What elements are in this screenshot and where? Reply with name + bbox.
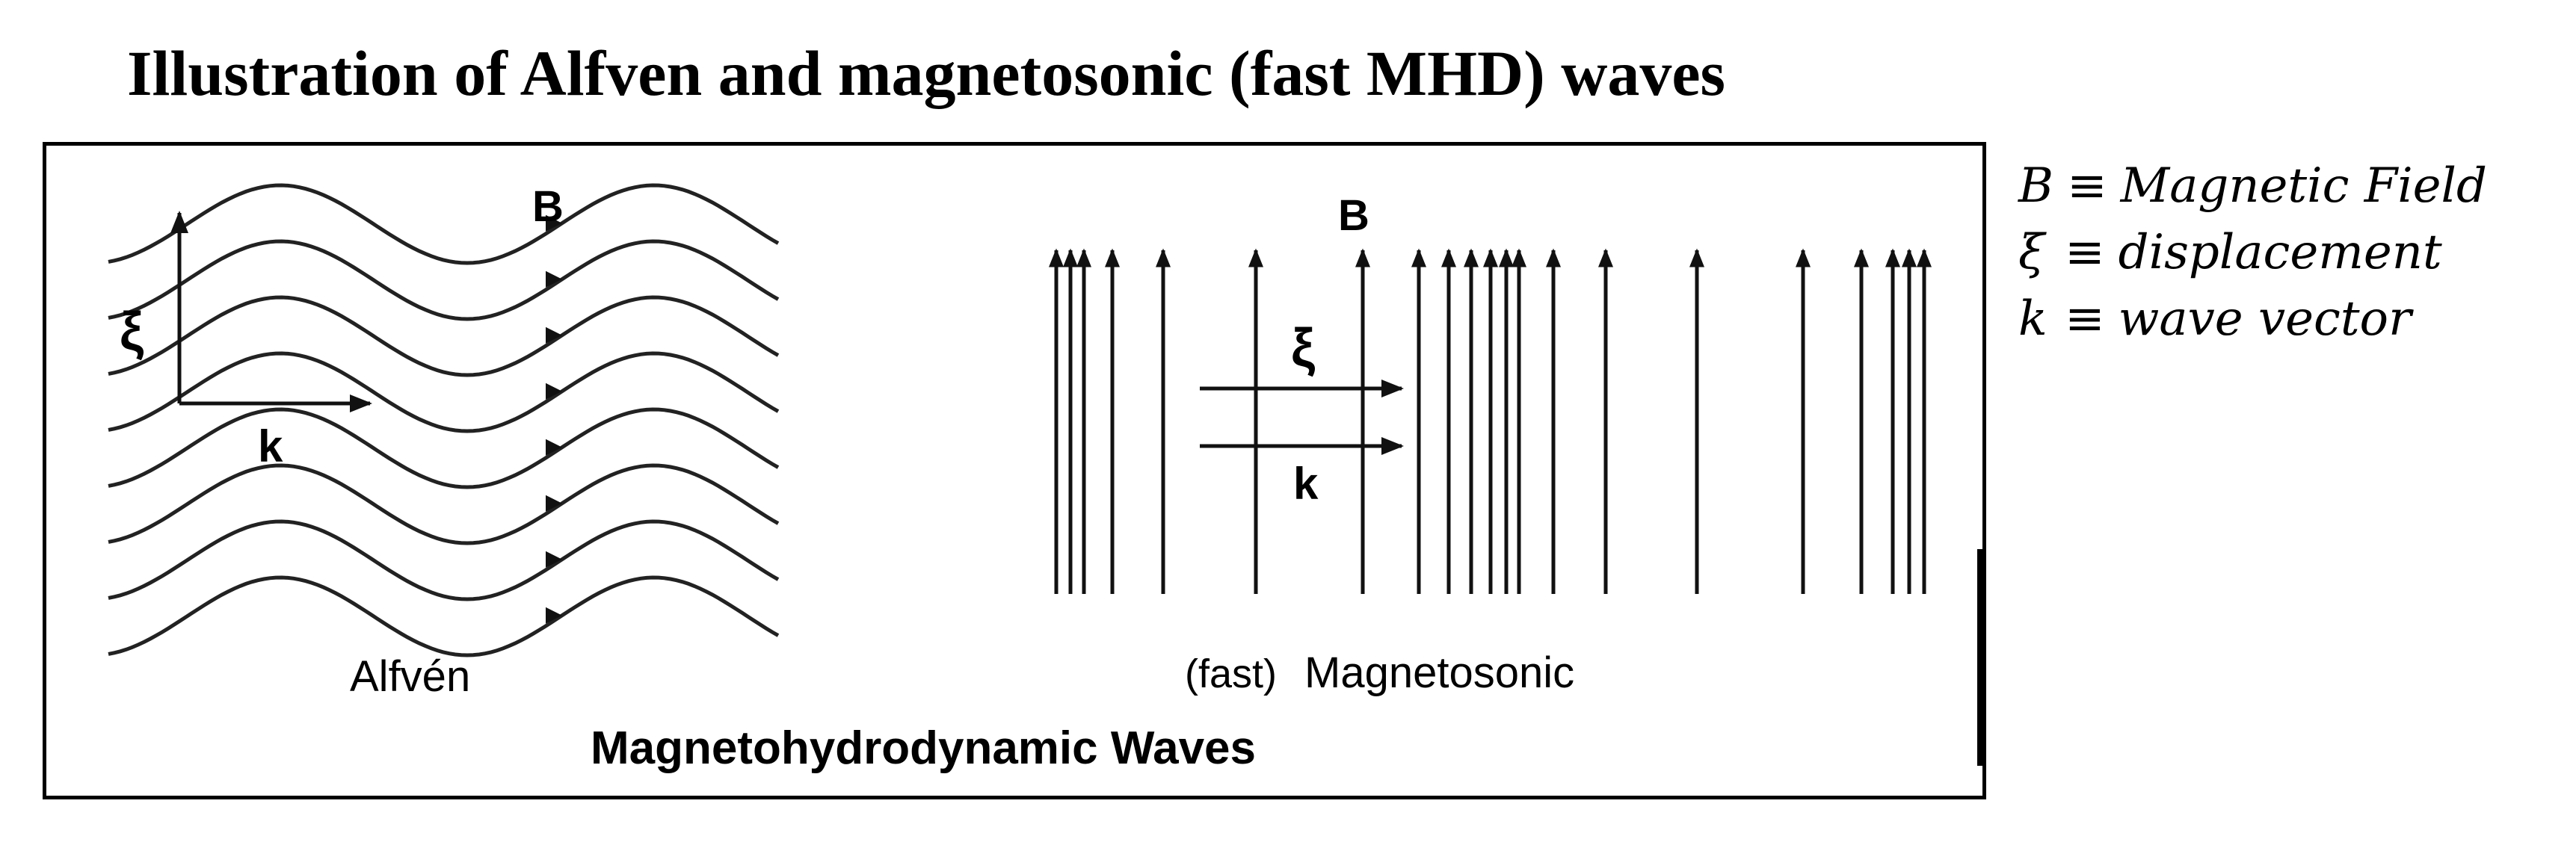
alfven-field-arrowhead <box>546 326 562 344</box>
alfven-field-line <box>108 407 780 489</box>
alfven-field-arrows <box>546 214 562 624</box>
alfven-label: Alfvén <box>350 652 470 701</box>
magnetosonic-label-prefix: (fast) <box>1185 651 1277 696</box>
alfven-field-line <box>108 351 780 433</box>
diagram-caption: Magnetohydrodynamic Waves <box>591 722 1256 774</box>
alfven-displacement-label: ξ <box>120 302 144 362</box>
alfven-field-arrowhead <box>546 439 562 456</box>
alfven-field-line <box>108 183 780 265</box>
alfven-field-arrowhead <box>546 270 562 288</box>
frame-edge-mark <box>1977 549 1985 766</box>
figure-title: Illustration of Alfven and magnetosonic … <box>127 37 1725 109</box>
alfven-field-line <box>108 239 780 321</box>
legend-row-displacement: ξ≡displacement <box>2018 225 2442 280</box>
diagram-frame <box>43 142 1986 799</box>
alfven-field-line <box>108 575 780 657</box>
alfven-field-label: B <box>532 182 564 231</box>
magnetosonic-field-label: B <box>1338 191 1369 240</box>
legend-row-wave-vector: k≡wave vector <box>2018 291 2412 347</box>
alfven-field-line <box>108 519 780 601</box>
alfven-field-line <box>108 463 780 545</box>
alfven-field-arrowhead <box>546 214 562 232</box>
symbol-legend: B≡Magnetic Field ξ≡displacement k≡wave v… <box>2018 153 2487 353</box>
magnetosonic-wave-vector-label: k <box>1293 459 1319 509</box>
alfven-wave-vector-label: k <box>258 421 283 471</box>
alfven-field-arrowhead <box>546 607 562 624</box>
legend-row-field: B≡Magnetic Field <box>2018 158 2487 214</box>
alfven-field-arrowhead <box>546 551 562 568</box>
alfven-field-arrowhead <box>546 495 562 512</box>
alfven-field-lines <box>108 183 780 657</box>
alfven-field-line <box>108 295 780 377</box>
magnetosonic-label: Magnetosonic <box>1304 648 1574 697</box>
magnetosonic-field-lines <box>1049 248 1932 594</box>
alfven-field-arrowhead <box>546 383 562 400</box>
magnetosonic-displacement-label: ξ <box>1291 318 1316 378</box>
